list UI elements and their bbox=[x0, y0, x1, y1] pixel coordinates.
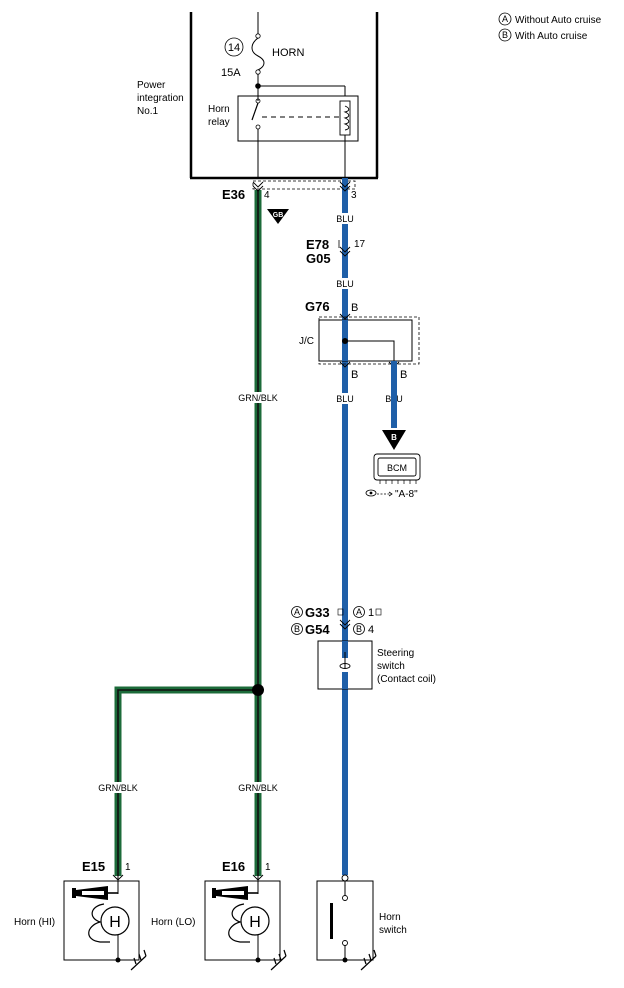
legend-a-letter: A bbox=[502, 14, 508, 24]
grn-blk-label-3: GRN/BLK bbox=[238, 783, 278, 793]
horn-switch: Horn switch bbox=[316, 874, 407, 971]
g54-variant: B bbox=[294, 624, 300, 634]
steering-switch-line3: (Contact coil) bbox=[377, 674, 436, 685]
jc-pin-right: B bbox=[400, 369, 407, 381]
b-arrow-label: B bbox=[391, 433, 397, 442]
horn-icon bbox=[212, 886, 258, 900]
blu-label-2: BLU bbox=[336, 279, 354, 289]
e78-pin: 17 bbox=[354, 239, 366, 250]
legend-b-letter: B bbox=[502, 30, 508, 40]
g05-label: G05 bbox=[306, 251, 331, 266]
g76-label: G76 bbox=[305, 299, 330, 314]
bcm-module: BCM "A-8" bbox=[365, 453, 421, 500]
bcm-label: BCM bbox=[387, 463, 407, 473]
g54-pin: 4 bbox=[368, 624, 374, 636]
fuse-name: HORN bbox=[272, 47, 304, 59]
grn-blk-label-1: GRN/BLK bbox=[238, 393, 278, 403]
horn-hi: E15 1 H Horn (HI) bbox=[14, 859, 147, 971]
ground-icon bbox=[130, 949, 147, 971]
bcm-ref: "A-8" bbox=[395, 489, 418, 500]
horn-switch-line1: Horn bbox=[379, 912, 401, 923]
legend-a-text: Without Auto cruise bbox=[515, 15, 602, 26]
grn-blk-label-2: GRN/BLK bbox=[98, 783, 138, 793]
horn-switch-line2: switch bbox=[379, 925, 407, 936]
e16-label: E16 bbox=[222, 859, 245, 874]
horn-relay-line1: Horn bbox=[208, 104, 230, 115]
fuse-number: 14 bbox=[228, 42, 240, 54]
g33-g54-connector: A G33 B G54 A 1 B 4 bbox=[291, 605, 382, 637]
grn-blk-wires bbox=[114, 190, 264, 876]
e78-g05-connector: E78 G05 17 bbox=[306, 237, 366, 266]
fuse-14: 14 HORN 15A bbox=[221, 12, 304, 86]
horn-relay: Horn relay bbox=[208, 83, 359, 178]
ground-icon bbox=[360, 949, 377, 971]
blu-label-3: BLU bbox=[336, 394, 354, 404]
b-arrow: B bbox=[382, 430, 406, 450]
power-integration-line2: integration bbox=[137, 93, 184, 104]
e16-pin: 1 bbox=[265, 862, 271, 873]
horn-lo-letter: H bbox=[249, 914, 261, 931]
legend: A Without Auto cruise B With Auto cruise bbox=[498, 12, 602, 42]
fuse-rating: 15A bbox=[221, 67, 241, 79]
e36-pin-right: 3 bbox=[351, 190, 357, 201]
jc-label: J/C bbox=[299, 336, 314, 347]
eye-ref-icon bbox=[365, 489, 377, 497]
g33-variant: A bbox=[294, 607, 300, 617]
horn-relay-line2: relay bbox=[208, 117, 230, 128]
splice-point bbox=[252, 684, 264, 696]
horn-hi-label: Horn (HI) bbox=[14, 917, 55, 928]
e15-pin: 1 bbox=[125, 862, 131, 873]
ground-icon bbox=[270, 949, 287, 971]
power-integration-line1: Power bbox=[137, 80, 166, 91]
jc-pin-left: B bbox=[351, 369, 358, 381]
steering-switch-line1: Steering bbox=[377, 648, 414, 659]
g76-pin: B bbox=[351, 302, 358, 314]
g54-label: G54 bbox=[305, 622, 330, 637]
e15-label: E15 bbox=[82, 859, 105, 874]
g33-label: G33 bbox=[305, 605, 330, 620]
g33-pin-variant: A bbox=[356, 607, 362, 617]
horn-lo-label: Horn (LO) bbox=[151, 917, 195, 928]
e78-label: E78 bbox=[306, 237, 329, 252]
e36-label: E36 bbox=[222, 187, 245, 202]
e36-pin-left: 4 bbox=[264, 190, 270, 201]
e36-connector: E36 4 3 bbox=[222, 180, 357, 202]
legend-b-text: With Auto cruise bbox=[515, 31, 588, 42]
g33-pin: 1 bbox=[368, 607, 374, 619]
g54-pin-variant: B bbox=[356, 624, 362, 634]
blu-label-1: BLU bbox=[336, 214, 354, 224]
horn-icon bbox=[72, 886, 118, 900]
power-integration-line3: No.1 bbox=[137, 106, 159, 117]
horn-lo: E16 1 H Horn (LO) bbox=[151, 859, 287, 971]
junction-connector: G76 B J/C B B bbox=[299, 299, 420, 428]
gb-label: GB bbox=[273, 212, 284, 219]
steering-switch: Steering switch (Contact coil) bbox=[317, 640, 436, 690]
gb-arrow: GB bbox=[267, 209, 289, 224]
horn-hi-letter: H bbox=[109, 914, 121, 931]
steering-switch-line2: switch bbox=[377, 661, 405, 672]
grn-blk-labels: GRN/BLK GRN/BLK GRN/BLK bbox=[97, 392, 279, 793]
